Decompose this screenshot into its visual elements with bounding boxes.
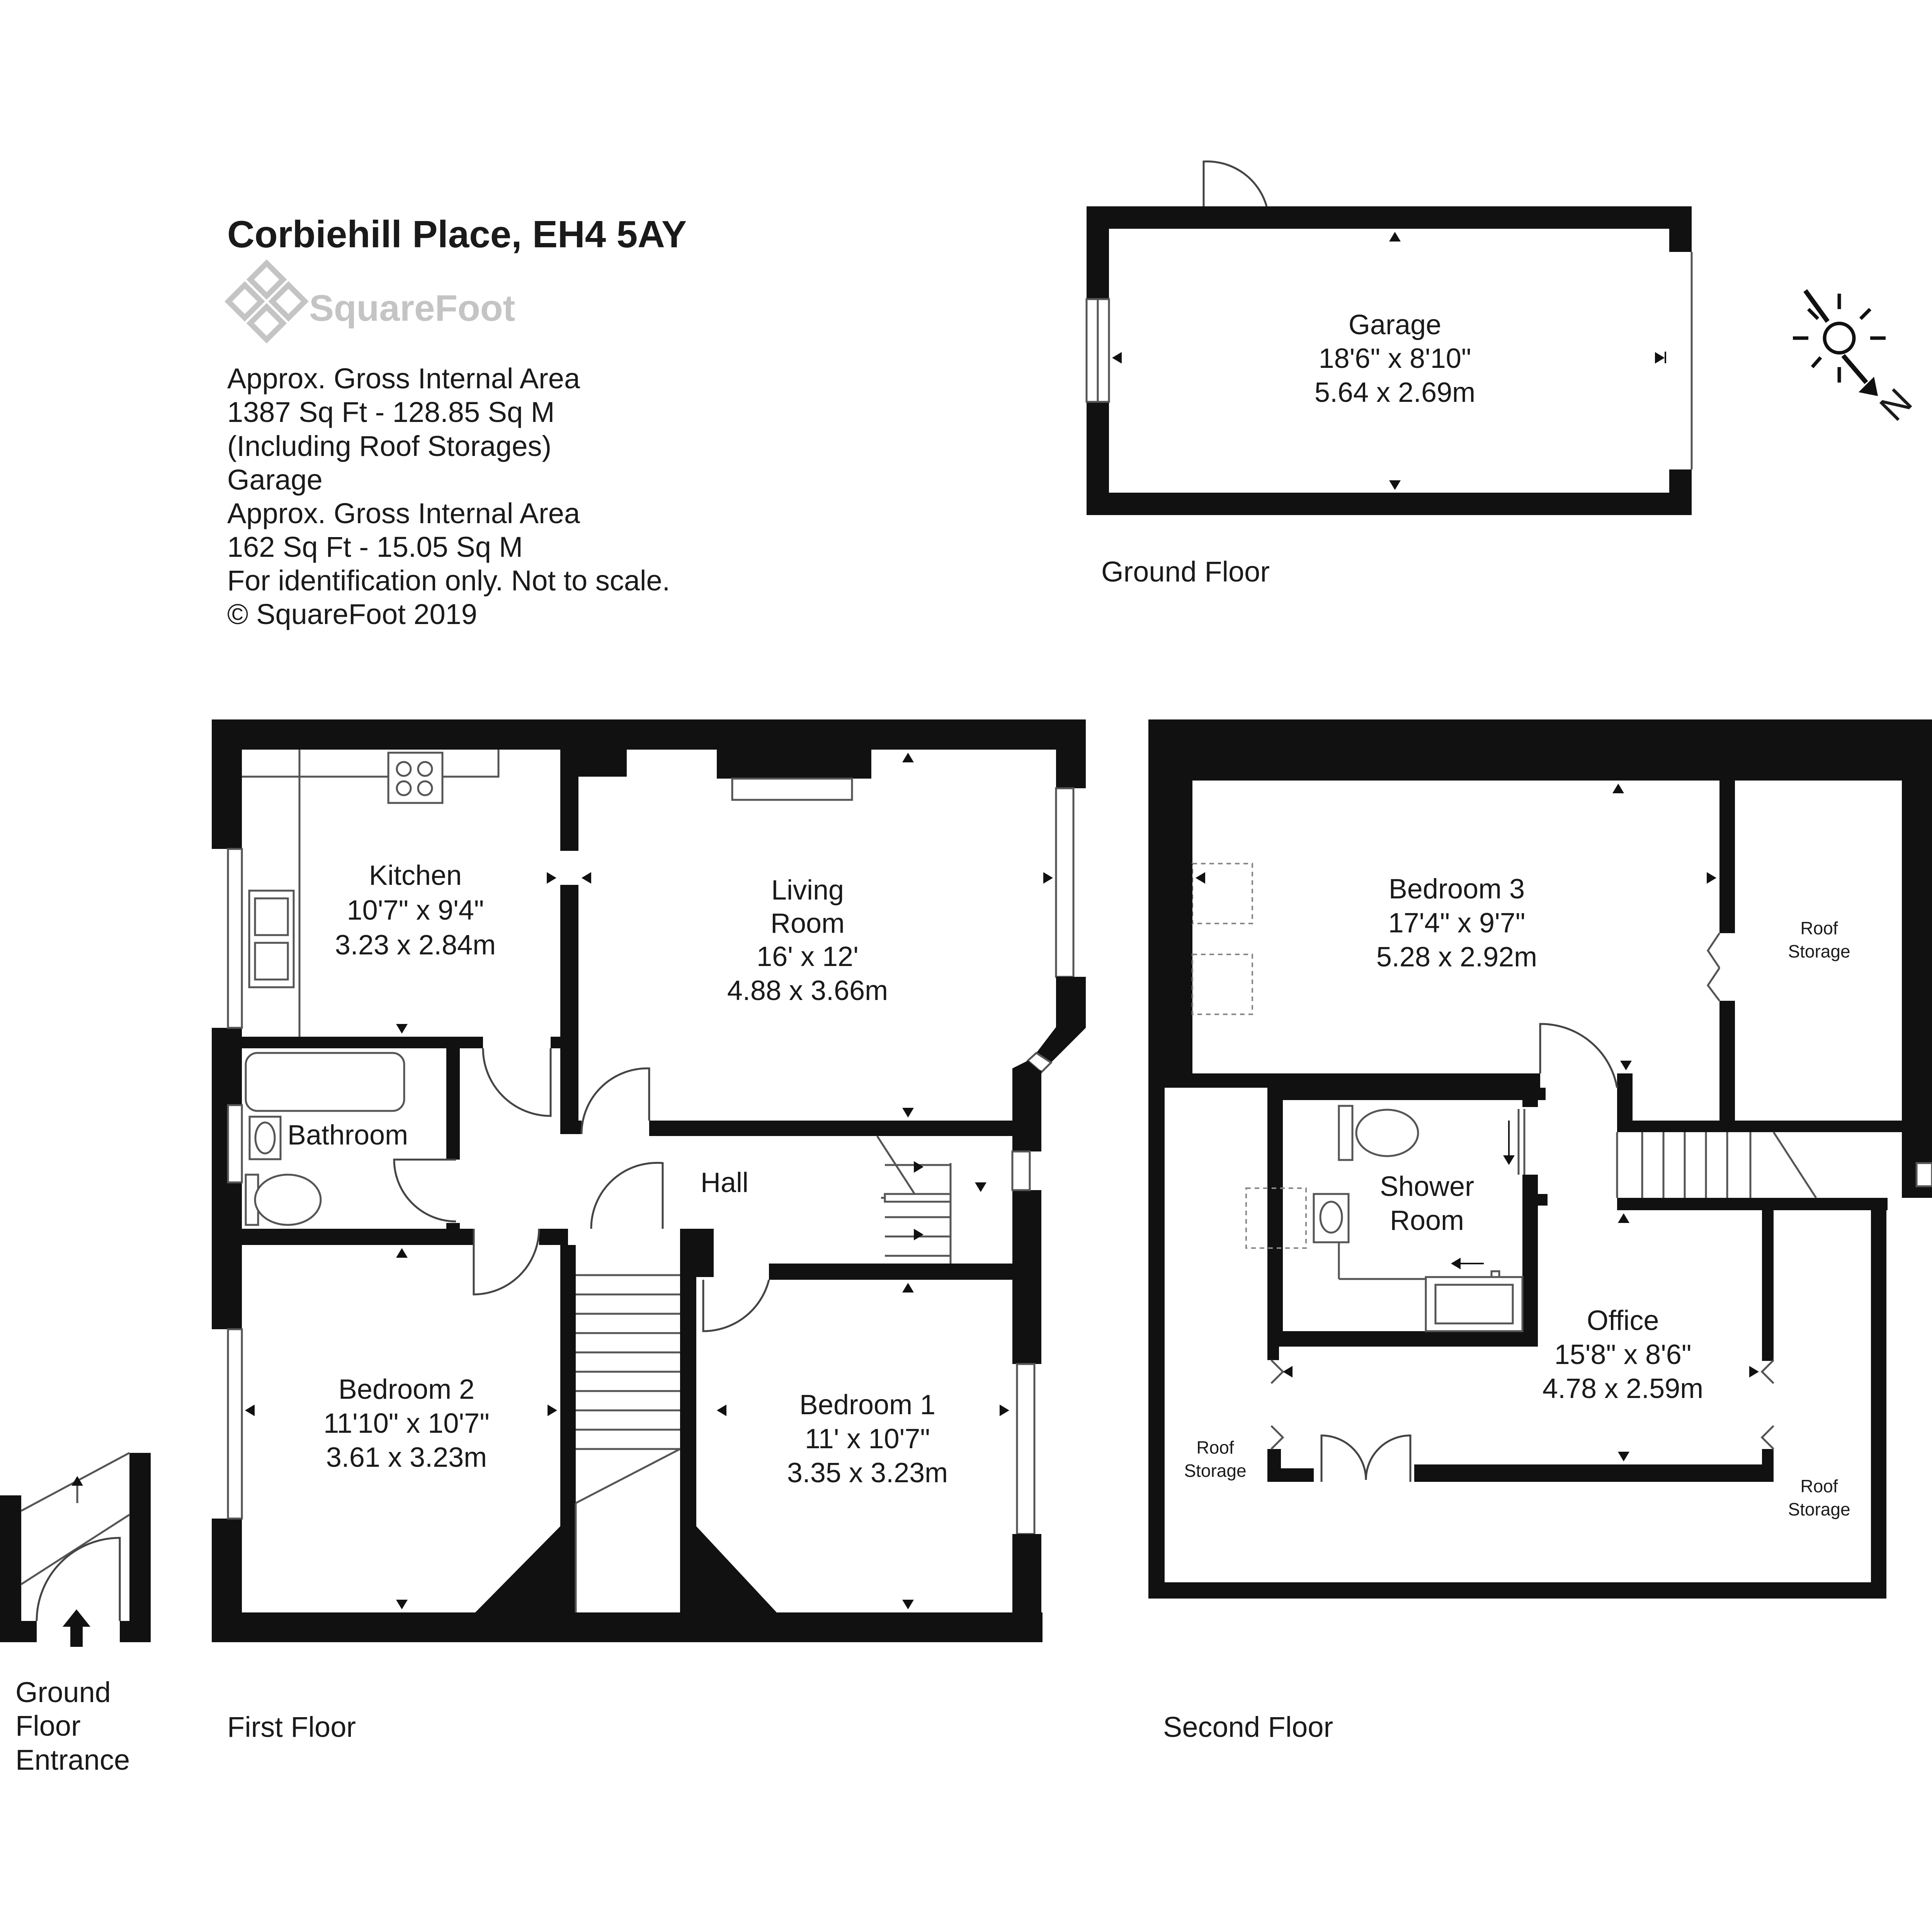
svg-text:Room: Room <box>770 908 845 939</box>
svg-text:4.78 x 2.59m: 4.78 x 2.59m <box>1543 1373 1703 1404</box>
hall-label: Hall <box>701 1167 748 1198</box>
svg-text:11' x 10'7": 11' x 10'7" <box>805 1423 930 1454</box>
entrance-arrow-icon <box>63 1609 90 1647</box>
ground-floor-label: Ground Floor <box>1101 556 1270 588</box>
entrance-label: Ground Floor Entrance <box>15 1676 130 1776</box>
first-floor-plan <box>212 719 1086 1642</box>
office-label: Office 15'8" x 8'6" 4.78 x 2.59m <box>1543 1305 1703 1404</box>
entrance-plan <box>0 1452 151 1647</box>
svg-text:15'8" x 8'6": 15'8" x 8'6" <box>1554 1339 1692 1370</box>
svg-text:3.61 x 3.23m: 3.61 x 3.23m <box>326 1442 487 1473</box>
svg-text:Bedroom 3: Bedroom 3 <box>1389 874 1525 905</box>
bedroom-2-label: Bedroom 2 11'10" x 10'7" 3.61 x 3.23m <box>323 1374 490 1473</box>
svg-text:3.23 x 2.84m: 3.23 x 2.84m <box>335 930 496 961</box>
svg-text:Roof: Roof <box>1800 1476 1838 1496</box>
svg-text:5.28 x 2.92m: 5.28 x 2.92m <box>1376 942 1537 973</box>
info-line: (Including Roof Storages) <box>227 430 551 462</box>
info-line: For identification only. Not to scale. <box>227 565 670 597</box>
svg-text:Storage: Storage <box>1788 1499 1850 1519</box>
svg-text:10'7" x 9'4": 10'7" x 9'4" <box>347 895 484 926</box>
living-room-label: Living Room 16' x 12' 4.88 x 3.66m <box>727 875 888 1006</box>
svg-text:Bedroom 2: Bedroom 2 <box>338 1374 474 1405</box>
landing-stairs <box>876 1135 952 1264</box>
info-line: Approx. Gross Internal Area <box>227 497 580 529</box>
second-floor-label: Second Floor <box>1163 1711 1333 1743</box>
second-floor-plan <box>1148 719 1932 1599</box>
info-line: 1387 Sq Ft - 128.85 Sq M <box>227 396 554 428</box>
svg-text:Room: Room <box>1390 1205 1464 1236</box>
svg-text:Shower: Shower <box>1380 1171 1474 1202</box>
svg-text:18'6" x 8'10": 18'6" x 8'10" <box>1319 343 1471 374</box>
svg-text:Entrance: Entrance <box>15 1744 130 1776</box>
area-info: Approx. Gross Internal Area 1387 Sq Ft -… <box>227 362 670 630</box>
bathroom-label: Bathroom <box>287 1120 408 1151</box>
svg-text:Floor: Floor <box>15 1710 81 1742</box>
compass: N <box>1793 289 1920 429</box>
info-line: Approx. Gross Internal Area <box>227 362 580 395</box>
svg-text:Garage: Garage <box>1349 310 1441 340</box>
page-title: Corbiehill Place, EH4 5AY <box>227 213 687 255</box>
svg-text:Living: Living <box>771 875 844 906</box>
first-floor-label: First Floor <box>227 1711 356 1743</box>
roof-storage-right-label: Roof Storage <box>1788 918 1850 961</box>
svg-text:Storage: Storage <box>1184 1461 1246 1481</box>
bedroom-3-label: Bedroom 3 17'4" x 9'7" 5.28 x 2.92m <box>1376 874 1537 973</box>
info-line: 162 Sq Ft - 15.05 Sq M <box>227 531 523 563</box>
logo-mark-icon <box>224 259 309 344</box>
shower-room-label: Shower Room <box>1380 1171 1474 1236</box>
garage-plan <box>1085 160 1693 515</box>
bedroom-1-label: Bedroom 1 11' x 10'7" 3.35 x 3.23m <box>787 1389 948 1488</box>
svg-text:Roof: Roof <box>1196 1437 1234 1458</box>
svg-text:5.64 x 2.69m: 5.64 x 2.69m <box>1315 377 1475 408</box>
svg-text:3.35 x 3.23m: 3.35 x 3.23m <box>787 1458 948 1488</box>
second-floor-staircase <box>1616 1131 1817 1199</box>
svg-text:17'4" x 9'7": 17'4" x 9'7" <box>1388 908 1526 939</box>
garage-label: Garage 18'6" x 8'10" 5.64 x 2.69m <box>1315 310 1475 408</box>
svg-text:16' x 12': 16' x 12' <box>757 941 859 972</box>
roof-storage-left-label: Roof Storage <box>1184 1437 1246 1481</box>
svg-text:Bedroom 1: Bedroom 1 <box>799 1389 935 1420</box>
kitchen-label: Kitchen 10'7" x 9'4" 3.23 x 2.84m <box>335 860 496 961</box>
roof-storage-bottom-label: Roof Storage <box>1788 1476 1850 1519</box>
dimension-markers <box>245 753 1053 1609</box>
svg-text:11'10" x 10'7": 11'10" x 10'7" <box>323 1408 490 1439</box>
info-line: © SquareFoot 2019 <box>227 598 477 630</box>
info-line: Garage <box>227 464 323 496</box>
svg-text:Roof: Roof <box>1800 918 1838 938</box>
logo-text: SquareFoot <box>309 287 515 329</box>
svg-text:Kitchen: Kitchen <box>369 860 462 891</box>
compass-north-label: N <box>1872 381 1920 429</box>
svg-text:Ground: Ground <box>15 1676 111 1708</box>
svg-text:Office: Office <box>1587 1305 1659 1336</box>
squarefoot-logo: SquareFoot <box>224 259 515 344</box>
north-arrow-icon <box>1841 354 1878 396</box>
dimension-markers <box>1196 784 1759 1461</box>
svg-text:Storage: Storage <box>1788 941 1850 961</box>
main-staircase <box>575 1274 681 1612</box>
sun-icon <box>1793 289 1886 383</box>
svg-text:4.88 x 3.66m: 4.88 x 3.66m <box>727 975 888 1006</box>
